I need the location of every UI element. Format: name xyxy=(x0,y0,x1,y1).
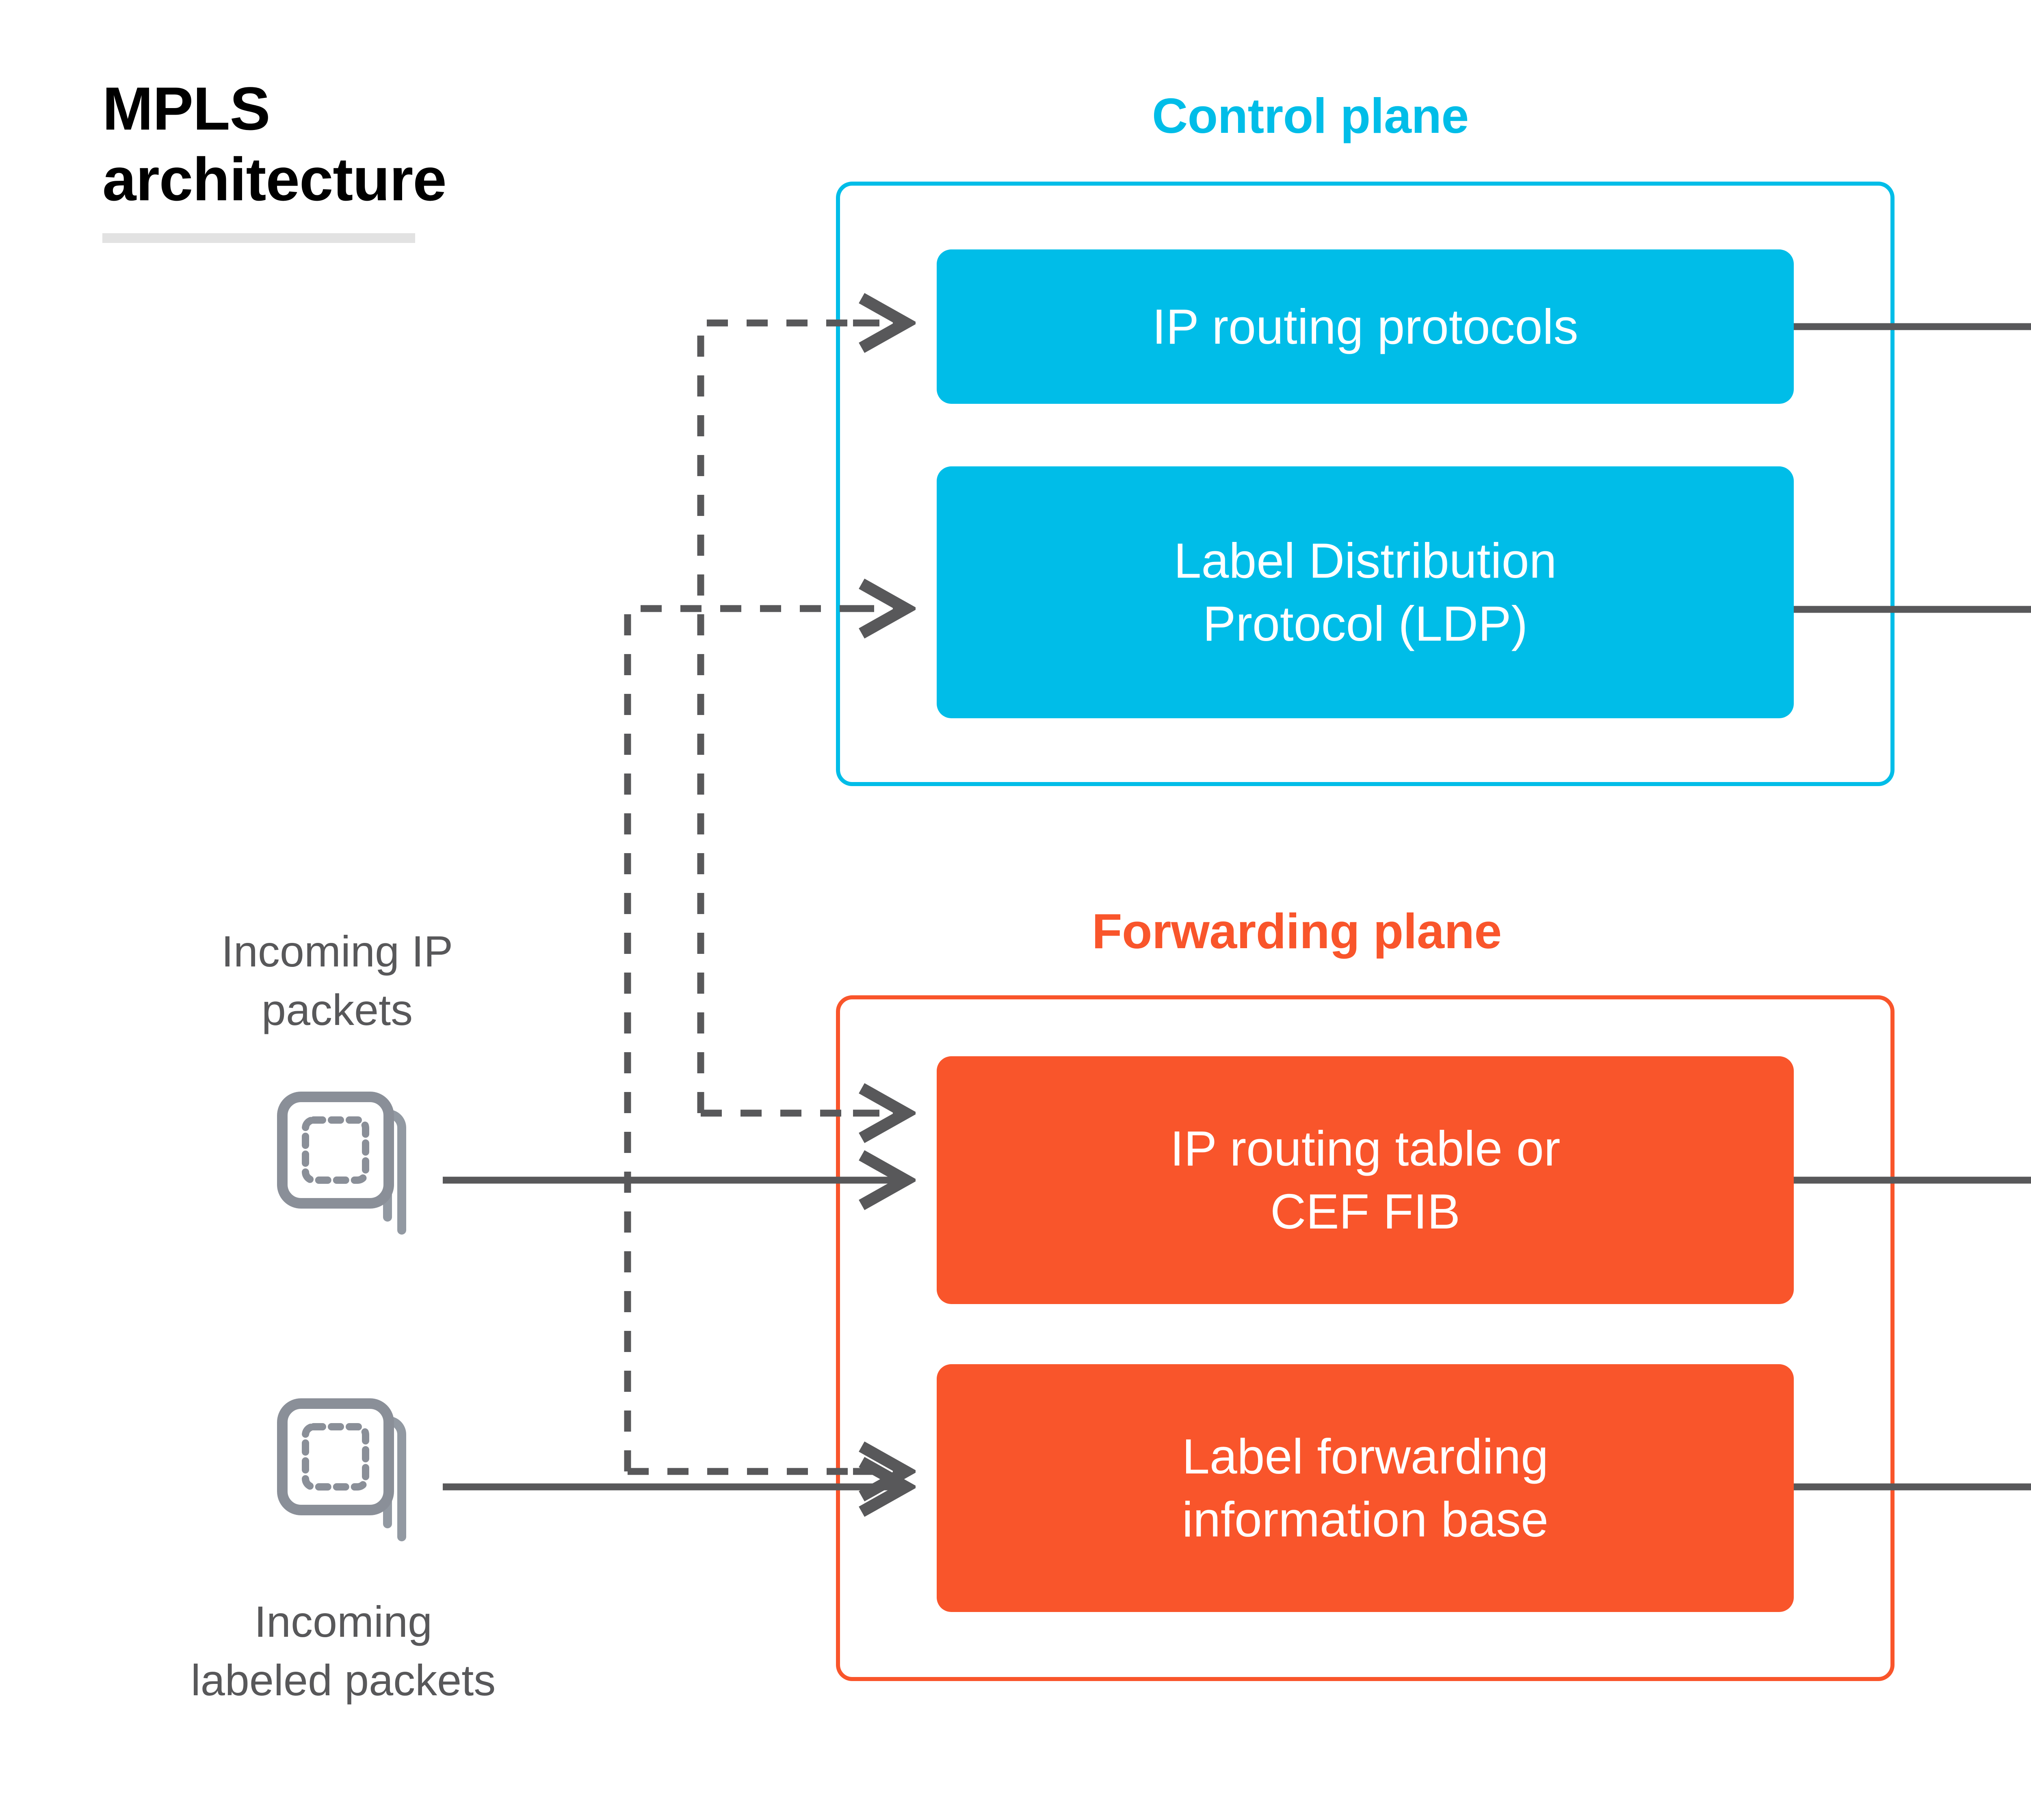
box-ip-routing-protocols[interactable]: IP routing protocols xyxy=(937,249,1794,404)
box-label-forwarding-information-base[interactable]: Label forwarding information base xyxy=(937,1364,1794,1612)
title-divider xyxy=(102,233,415,243)
page-title: MPLS architecture xyxy=(102,74,447,213)
box-label-distribution-protocol[interactable]: Label Distribution Protocol (LDP) xyxy=(937,466,1794,718)
label-incoming-labeled-packets: Incoming labeled packets xyxy=(191,1597,496,1705)
packet-stack-icon-incoming-ip xyxy=(277,1092,406,1235)
label-incoming-ip-packets: Incoming IP packets xyxy=(221,927,453,1034)
box-ip-routing-table-cef-fib[interactable]: IP routing table or CEF FIB xyxy=(937,1056,1794,1304)
forwarding-plane-heading: Forwarding plane xyxy=(1092,904,1502,959)
packet-stack-icon-incoming-labeled xyxy=(277,1398,406,1541)
control-plane-heading: Control plane xyxy=(1152,88,1469,143)
title-block: MPLS architecture xyxy=(102,73,671,243)
